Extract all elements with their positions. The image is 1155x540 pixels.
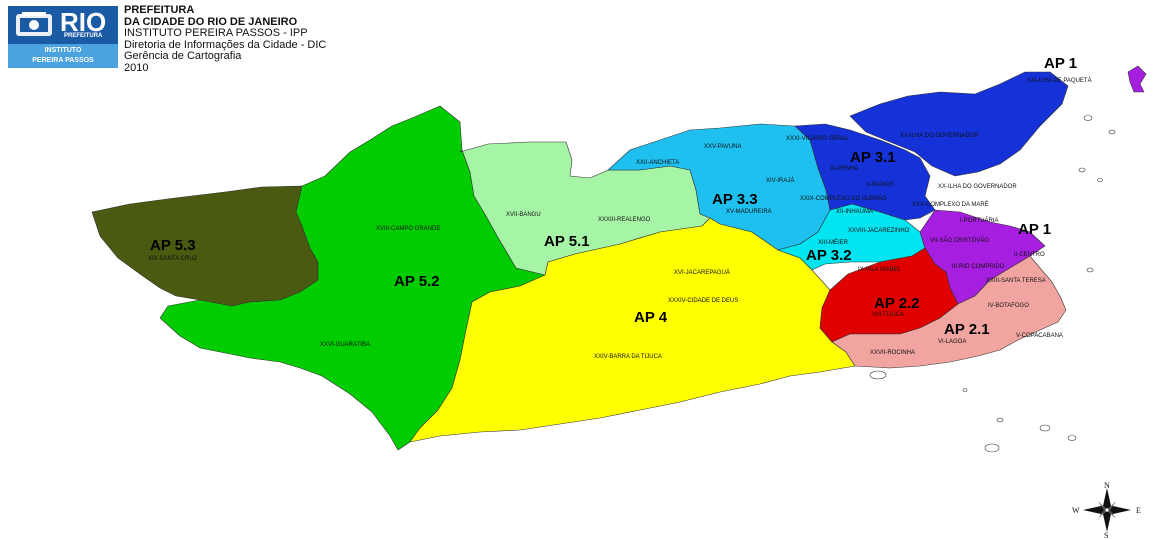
logo-city-text: RIO bbox=[60, 7, 107, 37]
logo-institute-line1: INSTITUTO bbox=[44, 47, 82, 54]
island bbox=[996, 417, 1004, 423]
ap-label-ap1-north: AP 1 bbox=[1044, 55, 1077, 72]
header-line1: PREFEITURA bbox=[124, 4, 195, 16]
region-label-meier: XIII-MÉIER bbox=[818, 239, 849, 246]
ap-label-ap53: AP 5.3 bbox=[150, 237, 196, 254]
region-label-santa-teresa: XXIII-SANTA TERESA bbox=[986, 278, 1046, 284]
region-ap31 bbox=[794, 123, 936, 221]
region-label-copacabana: V-COPACABANA bbox=[1016, 333, 1063, 339]
ap-label-ap4: AP 4 bbox=[634, 309, 668, 326]
region-label-botafogo: IV-BOTAFOGO bbox=[988, 303, 1029, 309]
region-label-inhauma: XII-INHAÚMA bbox=[836, 208, 873, 215]
region-label-bangu: XVII-BANGU bbox=[506, 212, 541, 218]
region-ap21 bbox=[831, 255, 1067, 369]
island bbox=[1078, 167, 1086, 173]
ap-label-ap21: AP 2.1 bbox=[944, 321, 990, 338]
region-label-vigario: XXXI-VIGÁRIO GERAL bbox=[786, 135, 849, 142]
ap-label-ap33: AP 3.3 bbox=[712, 191, 758, 208]
region-label-rocinha: XXVII-ROCINHA bbox=[870, 350, 915, 356]
region-label-realengo: XXXIII-REALENGO bbox=[598, 217, 651, 223]
logo-institute-line2: PEREIRA PASSOS bbox=[32, 57, 94, 64]
region-label-lagoa: VI-LAGOA bbox=[938, 339, 966, 345]
region-label-alemao: XXIX-COMPLEXO DO ALEMÃO bbox=[800, 195, 887, 202]
region-paqueta bbox=[1127, 65, 1147, 93]
compass-s: S bbox=[1104, 531, 1108, 540]
region-label-campo-grande: XVIII-CAMPO GRANDE bbox=[376, 226, 440, 232]
region-label-pavuna: XXV-PAVUNA bbox=[704, 144, 741, 150]
region-label-governador1: XX-ILHA DO GOVERNADOR bbox=[900, 133, 979, 139]
header-line5: Gerência de Cartografia bbox=[124, 50, 242, 62]
region-label-paqueta: XXI-ILHA DE PAQUETÁ bbox=[1027, 77, 1092, 84]
logo-top: RIO PREFEITURA bbox=[8, 6, 118, 44]
ap-label-ap51: AP 5.1 bbox=[544, 233, 590, 250]
ap-label-ap52: AP 5.2 bbox=[394, 273, 440, 290]
logo-sub-text: PREFEITURA bbox=[64, 33, 103, 39]
region-label-jacarezinho: XXVIII-JACAREZINHO bbox=[848, 228, 910, 234]
region-label-tijuca: VIII-TIJUCA bbox=[872, 312, 904, 318]
island bbox=[1097, 178, 1103, 182]
region-label-mare: XXX-COMPLEXO DA MARÉ bbox=[912, 201, 989, 208]
island bbox=[1083, 115, 1093, 121]
island bbox=[962, 388, 968, 392]
logo-institute: INSTITUTO PEREIRA PASSOS bbox=[8, 44, 118, 68]
ap-label-ap32: AP 3.2 bbox=[806, 247, 852, 264]
region-label-centro: II-CENTRO bbox=[1014, 252, 1045, 258]
compass-rose-icon bbox=[1083, 488, 1131, 532]
region-label-madureira: XV-MADUREIRA bbox=[726, 209, 772, 215]
region-label-iraja: XIV-IRAJÁ bbox=[766, 177, 794, 184]
region-label-santa-cruz: XIX-SANTA CRUZ bbox=[148, 256, 198, 262]
region-label-vila-isabel: IX-VILA ISABEL bbox=[858, 267, 902, 273]
ap-label-ap31: AP 3.1 bbox=[850, 149, 896, 166]
ipp-logo: RIO PREFEITURA INSTITUTO PEREIRA PASSOS bbox=[8, 6, 118, 68]
compass-w: W bbox=[1072, 506, 1080, 515]
islands bbox=[869, 115, 1116, 453]
header-line2: DA CIDADE DO RIO DE JANEIRO bbox=[124, 15, 298, 28]
header-block: PREFEITURA DA CIDADE DO RIO DE JANEIRO I… bbox=[124, 4, 327, 74]
region-label-ramos: X-RAMOS bbox=[866, 182, 894, 188]
island bbox=[1067, 435, 1077, 441]
header-line6: 2010 bbox=[124, 61, 149, 74]
city-crest-icon bbox=[16, 12, 52, 36]
header-line4: Diretoria de Informações da Cidade - DIC bbox=[124, 38, 327, 51]
region-label-portuaria: I-PORTUÁRIA bbox=[960, 217, 999, 224]
region-label-penha: XI-PENHA bbox=[830, 166, 858, 172]
region-label-sao-cristovao: VII-SÃO CRISTÓVÃO bbox=[930, 237, 989, 244]
island bbox=[1039, 424, 1051, 432]
region-label-rio-comprido: III-RIO COMPRIDO bbox=[952, 264, 1005, 270]
compass-e: E bbox=[1136, 506, 1141, 515]
ap-label-ap1: AP 1 bbox=[1018, 221, 1051, 238]
header-line3: INSTITUTO PEREIRA PASSOS - IPP bbox=[124, 27, 308, 39]
ap-label-ap22: AP 2.2 bbox=[874, 295, 920, 312]
region-ilha-governador bbox=[849, 71, 1069, 177]
island bbox=[1086, 267, 1094, 273]
region-label-jacarepagua: XVI-JACAREPAGUÁ bbox=[674, 269, 730, 276]
region-label-anchieta: XXII-ANCHIETA bbox=[636, 160, 679, 166]
region-label-barra: XXIV-BARRA DA TIJUCA bbox=[594, 354, 662, 360]
compass-n: N bbox=[1104, 481, 1110, 490]
island bbox=[1108, 129, 1116, 135]
region-label-cidade-deus: XXXIV-CIDADE DE DEUS bbox=[668, 298, 738, 304]
island bbox=[869, 370, 887, 380]
region-ap53 bbox=[91, 185, 319, 307]
island bbox=[984, 443, 1000, 453]
region-label-guaratiba: XXVI-GUARATIBA bbox=[320, 342, 370, 348]
region-label-governador2: XX-ILHA DO GOVERNADOR bbox=[938, 184, 1017, 190]
